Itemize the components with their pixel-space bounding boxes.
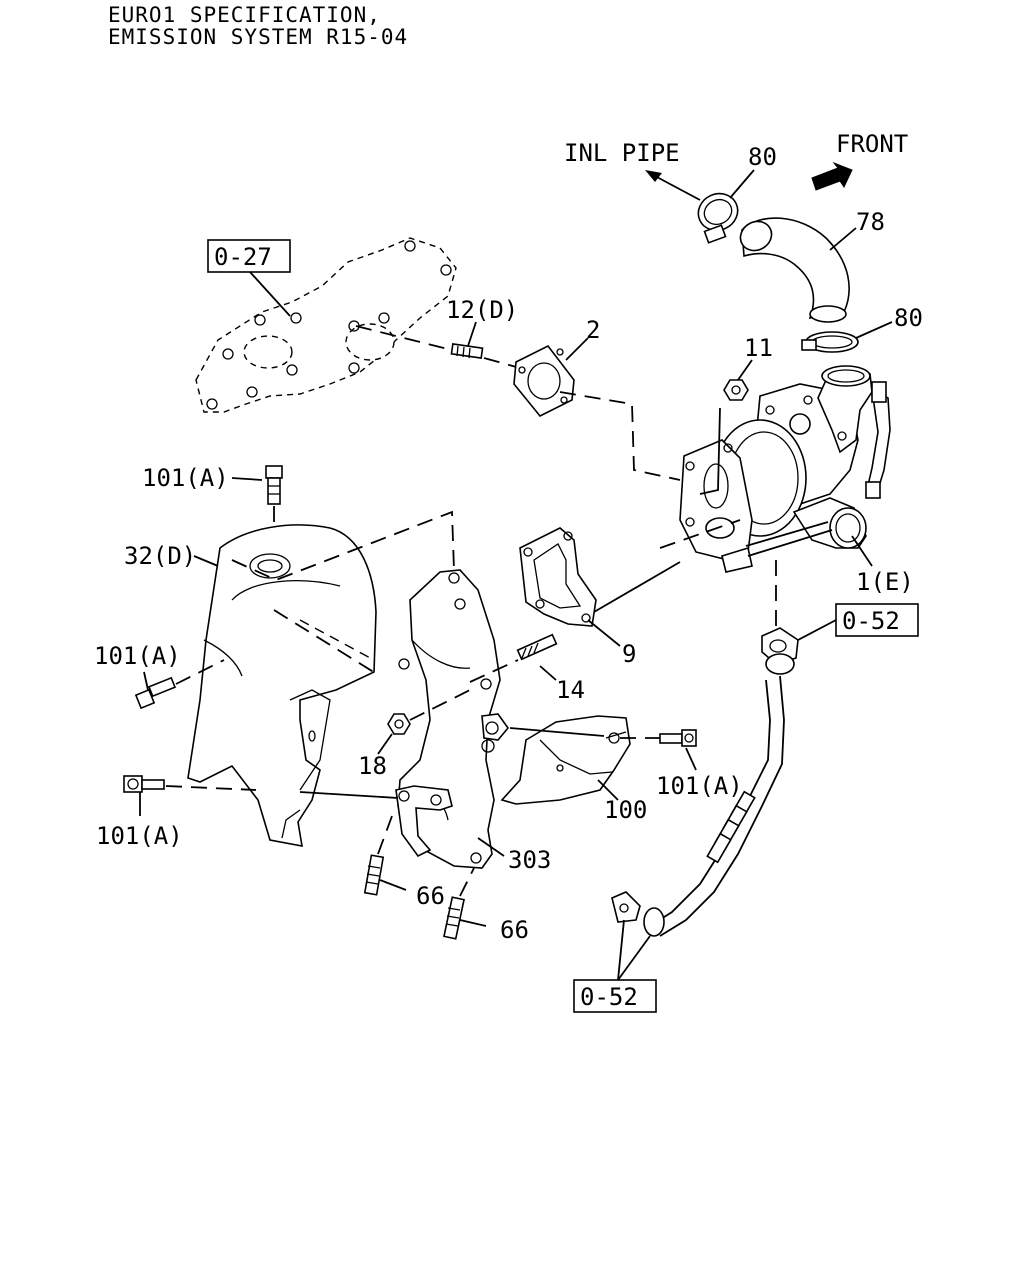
alignment-line-66b: [459, 867, 475, 897]
alignment-line-9: [593, 561, 681, 613]
part-100-heat-shield: [500, 715, 631, 805]
leader-0-27: [249, 271, 291, 317]
leader-1e: [851, 535, 873, 567]
callout-303: 303: [508, 846, 551, 874]
part-32d-heat-shield: [187, 524, 377, 847]
leader-2: [565, 337, 589, 361]
callout-101a-left: 101(A): [94, 642, 181, 670]
leader-18: [377, 733, 393, 755]
callout-2: 2: [586, 316, 600, 344]
alignment-line-12: [355, 325, 453, 351]
part-66-stud-b: [443, 896, 465, 940]
exhaust-manifold-outline: [195, 237, 457, 413]
part-66-stud-a: [363, 854, 385, 896]
alignment-line-101-left: [175, 659, 225, 685]
callout-66-a: 66: [416, 882, 445, 910]
callout-1e: 1(E): [856, 568, 914, 596]
leader-66-b: [459, 919, 487, 927]
oil-return-pipe: [611, 627, 799, 937]
leader-66-a: [379, 879, 407, 891]
callout-18: 18: [358, 752, 387, 780]
inl-pipe-arrowhead-icon: [645, 170, 662, 182]
callout-101a-top: 101(A): [142, 464, 229, 492]
leader-14: [539, 665, 557, 681]
part-101a-bolt-top: [265, 465, 283, 505]
part-101a-bolt-left: [134, 676, 177, 710]
callout-66-b: 66: [500, 916, 529, 944]
callout-11: 11: [744, 334, 773, 362]
ref-0-27-label: 0-27: [214, 243, 272, 271]
callout-14: 14: [556, 676, 585, 704]
part-12d-stud: [450, 343, 484, 359]
leader-11: [737, 359, 753, 381]
callout-9: 9: [622, 640, 636, 668]
alignment-line-101-bottom: [165, 785, 257, 791]
leader-78: [829, 227, 857, 251]
alignment-line-14: [469, 659, 519, 683]
leader-0-52-b2: [617, 935, 651, 981]
part-14-stud: [516, 633, 558, 661]
callout-32d: 32(D): [124, 542, 196, 570]
part-11-nut: [723, 379, 749, 401]
ref-0-52-b-label: 0-52: [580, 983, 638, 1011]
part-1e-turbocharger: [679, 365, 891, 573]
alignment-line-100: [509, 727, 605, 737]
leader-80-upper: [729, 169, 755, 199]
leader-0-52-b1: [617, 919, 625, 981]
callout-101a-right: 101(A): [656, 772, 743, 800]
alignment-line-66a: [377, 815, 393, 855]
front-label: FRONT: [836, 130, 908, 158]
leader-101a-left: [143, 671, 149, 691]
callout-80-upper: 80: [748, 143, 777, 171]
alignment-line-shield-b: [273, 609, 381, 677]
leader-100: [597, 779, 619, 801]
inl-pipe-label: INL PIPE: [564, 139, 680, 167]
ref-box-0-52-b[interactable]: [573, 979, 657, 1013]
callout-80-lower: 80: [894, 304, 923, 332]
front-arrow-icon: [811, 161, 853, 191]
leader-9: [587, 619, 621, 647]
part-9-gasket: [519, 527, 597, 627]
part-78-hose: [739, 217, 850, 323]
leader-101a-right: [685, 747, 697, 771]
callout-12d: 12(D): [446, 296, 518, 324]
callout-101a-bottom: 101(A): [96, 822, 183, 850]
title-line-2: EMISSION SYSTEM R15-04: [108, 25, 409, 49]
part-303-exhaust-pipe: [395, 569, 510, 869]
leader-0-52-a: [797, 619, 837, 641]
inl-pipe-leader: [654, 175, 701, 201]
leader-32d: [193, 555, 219, 567]
alignment-line-2: [559, 391, 681, 481]
alignment-line-12b: [483, 357, 521, 369]
leader-101a-top: [231, 477, 263, 481]
ref-0-52-a-label: 0-52: [842, 607, 900, 635]
part-18-nut: [387, 713, 411, 735]
leader-12d: [467, 321, 477, 347]
leader-80-lower: [855, 321, 893, 339]
callout-100: 100: [604, 796, 647, 824]
title-line-1: EURO1 SPECIFICATION,: [108, 3, 381, 27]
part-101a-bolt-right: [659, 729, 697, 747]
callout-78: 78: [856, 208, 885, 236]
part-80-clamp-upper: [697, 192, 739, 244]
alignment-line-18: [409, 689, 471, 721]
alignment-line-101-bottom-b: [299, 791, 399, 799]
leader-303: [477, 837, 505, 857]
alignment-line-turbo: [659, 519, 741, 549]
part-80-clamp-lower: [801, 331, 859, 353]
part-101a-bolt-bottom: [123, 775, 165, 793]
ref-box-0-27[interactable]: [207, 239, 291, 273]
part-2-gasket: [513, 344, 575, 418]
